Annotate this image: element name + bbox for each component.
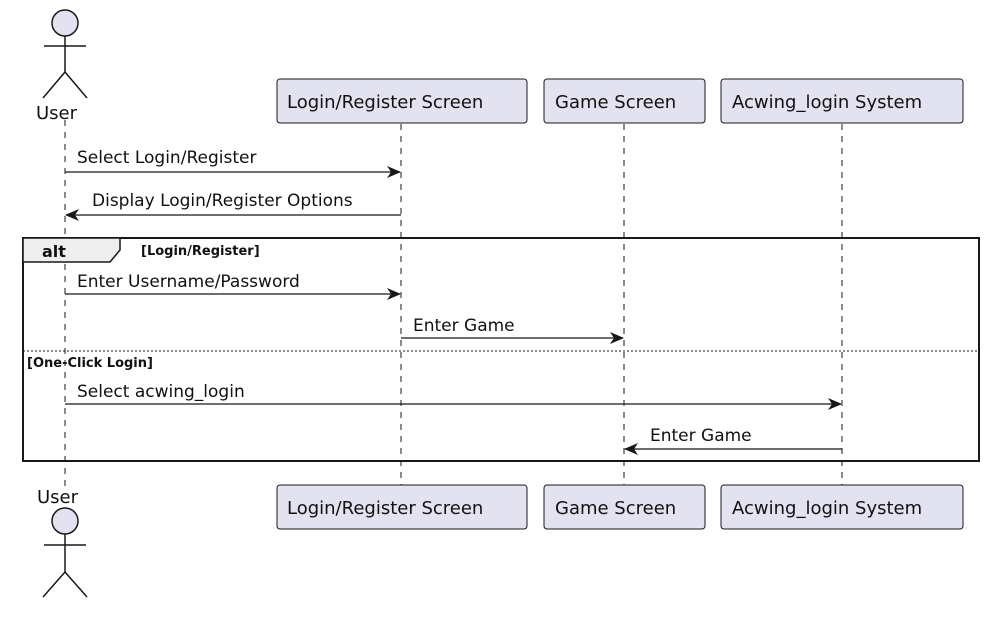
message-label-select-login: Select Login/Register [77,148,256,168]
participant-login-screen-top: Login/Register Screen [276,78,528,124]
actor-user-bottom [42,507,88,598]
message-label-select-acwing: Select acwing_login [77,382,245,402]
participant-acwing-system-top: Acwing_login System [720,78,964,124]
participant-acwing-system-bottom: Acwing_login System [720,484,964,530]
actor-head-icon [51,507,79,535]
participant-login-screen-bottom-label: Login/Register Screen [287,498,483,519]
participant-login-screen-bottom: Login/Register Screen [276,484,528,530]
participant-game-screen-bottom: Game Screen [543,484,706,530]
alt-fragment: alt [Login/Register] [One-Click Login] [22,237,980,462]
actor-head-icon [51,9,79,37]
actor-user-bottom-label: User [37,487,79,508]
alt-guard-login-register: [Login/Register] [141,244,260,259]
message-label-display-options: Display Login/Register Options [92,191,353,211]
participant-game-screen-bottom-label: Game Screen [555,498,676,519]
participant-game-screen-top: Game Screen [543,78,706,124]
alt-guard-one-click-login: [One-Click Login] [27,356,153,371]
participant-acwing-system-bottom-label: Acwing_login System [732,498,922,519]
actor-user-top [42,9,88,99]
message-label-enter-credentials: Enter Username/Password [77,272,300,292]
participant-acwing-system-top-label: Acwing_login System [732,92,922,113]
participant-game-screen-top-label: Game Screen [555,92,676,113]
actor-user-top-label: User [36,103,78,124]
participant-login-screen-top-label: Login/Register Screen [287,92,483,113]
alt-operator-tab [22,237,121,263]
alt-operator-label: alt [42,242,66,261]
message-label-enter-game-1: Enter Game [413,316,515,336]
message-label-enter-game-2: Enter Game [650,426,752,446]
